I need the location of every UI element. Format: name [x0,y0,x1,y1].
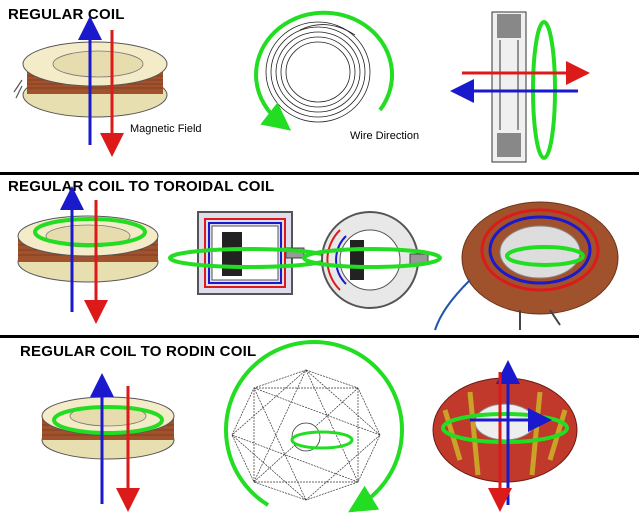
magnetic-field-label: Magnetic Field [130,123,202,135]
wire-spiral [265,21,371,123]
split-core-coil [197,211,305,295]
coil-side-view [491,11,527,163]
section-divider-bottom [0,335,639,338]
regular-coil-bobbin-2 [17,215,159,283]
rotation-arrow-4 [302,247,442,269]
rodin-coil-photo [432,377,578,483]
section-divider-top [0,172,639,175]
wire-direction-label: Wire Direction [350,130,420,142]
toroidal-coil-photo [434,201,619,331]
regular-coil-bobbin-1 [13,41,168,118]
rotation-arrow-6 [52,405,164,435]
rodin-wire-pattern [231,369,381,501]
wire-direction-arrow [254,10,395,131]
toroid-cross-section [321,211,429,309]
rodin-direction-arrow [224,340,404,513]
rotation-arrow-2 [33,217,147,247]
rotation-arrow-5 [505,245,585,267]
section-heading-rodin-coil: REGULAR COIL TO RODIN COIL [20,343,257,360]
rotation-arrow-7 [290,430,354,450]
rotation-arrow-8 [441,412,569,444]
